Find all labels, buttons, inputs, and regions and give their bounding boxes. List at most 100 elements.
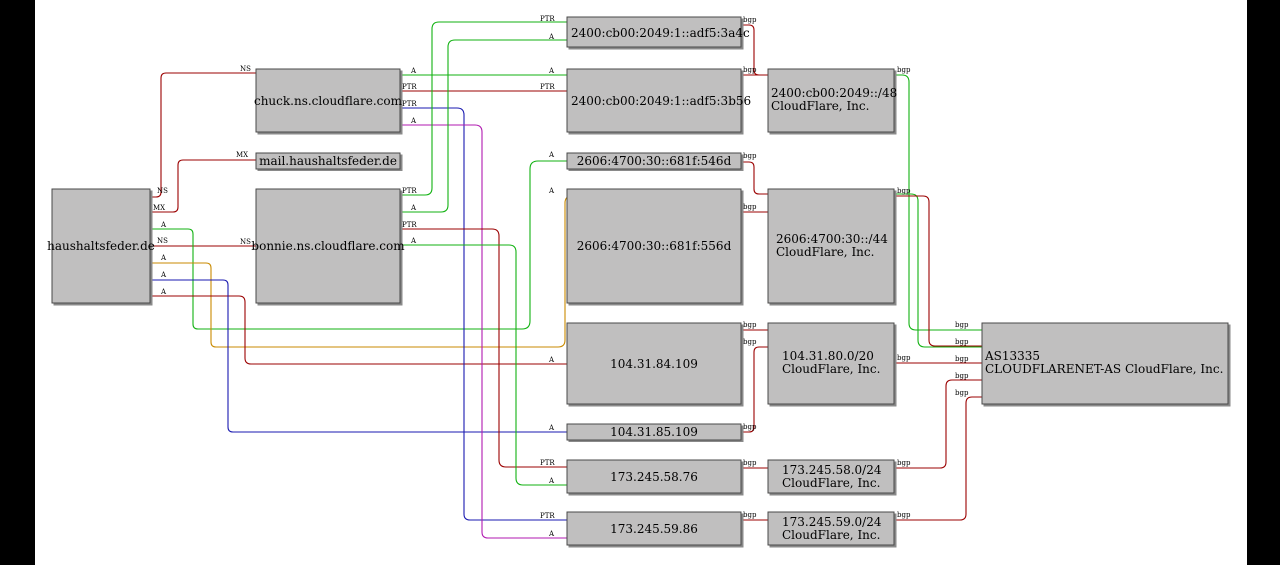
label-ns-chuck: NS: [240, 65, 251, 73]
label-bonnie-ptr: PTR: [402, 187, 417, 195]
label-a-3: A: [160, 271, 167, 279]
edge-bonnie-5876-ptr: [401, 228, 567, 468]
label-bonnie-a-2: A: [410, 237, 417, 245]
node-ns-bonnie-label: bonnie.ns.cloudflare.com: [251, 239, 405, 253]
edge-domain-chuck-ns: [152, 72, 256, 198]
node-net-5924-line2: CloudFlare, Inc.: [782, 528, 880, 542]
label-ns-out: NS: [157, 187, 168, 195]
label-bgp-5: bgp: [743, 321, 757, 329]
label-85109-a: A: [548, 424, 555, 432]
label-546d-a: A: [548, 151, 555, 159]
label-chuck-a-2: A: [410, 117, 417, 125]
label-bgp-3: bgp: [743, 152, 757, 160]
label-bgp-9: bgp: [743, 511, 757, 519]
node-domain[interactable]: haushaltsfeder.de: [47, 188, 155, 304]
node-net-104[interactable]: 104.31.80.0/20 CloudFlare, Inc.: [767, 322, 895, 405]
edge-net2400-as-bgp: [895, 74, 982, 331]
label-bgp-16: bgp: [955, 338, 969, 346]
label-bgp-19: bgp: [955, 389, 969, 397]
node-ip6-556d[interactable]: 2606:4700:30::681f:556d: [566, 188, 742, 304]
node-mx-mail[interactable]: mail.haushaltsfeder.de: [255, 152, 401, 170]
node-net-5924-line1: 173.245.59.0/24: [782, 515, 882, 529]
node-ip6-556d-label: 2606:4700:30::681f:556d: [577, 239, 732, 253]
label-bgp-4: bgp: [743, 203, 757, 211]
label-bgp-11: bgp: [897, 187, 911, 195]
node-ip4-84109[interactable]: 104.31.84.109: [566, 322, 742, 405]
node-ip6-546d[interactable]: 2606:4700:30::681f:546d: [566, 152, 742, 170]
node-ns-chuck-label: chuck.ns.cloudflare.com: [254, 94, 403, 108]
node-net-5824-line2: CloudFlare, Inc.: [782, 476, 880, 490]
label-bgp-1: bgp: [743, 16, 757, 24]
edge-chuck-5986-ptr: [401, 107, 567, 521]
node-net-2400[interactable]: 2400:cb00:2049::/48 CloudFlare, Inc.: [767, 68, 897, 133]
edges: [152, 21, 982, 539]
edge-bonnie-3a4c-ptr: [401, 21, 567, 196]
node-ip6-3b56[interactable]: 2400:cb00:2049:1::adf5:3b56: [566, 68, 751, 133]
label-3a4c-ptr: PTR: [540, 15, 555, 23]
label-3b56-ptr: PTR: [540, 83, 555, 91]
node-mx-mail-label: mail.haushaltsfeder.de: [259, 154, 397, 168]
label-chuck-ptr: PTR: [402, 83, 417, 91]
edge-net2606-as-bgp-red: [895, 195, 982, 347]
node-ip6-3b56-label: 2400:cb00:2049:1::adf5:3b56: [571, 94, 751, 108]
edge-domain-84109-a: [152, 295, 567, 365]
node-ip4-5986[interactable]: 173.245.59.86: [566, 511, 742, 546]
node-as13335-line2: CLOUDFLARENET-AS CloudFlare, Inc.: [985, 362, 1223, 376]
label-mx-mail: MX: [236, 151, 248, 159]
label-bgp-13: bgp: [897, 459, 911, 467]
label-chuck-a: A: [410, 67, 417, 75]
edge-net2606-as-bgp-green: [895, 193, 982, 348]
label-5986-ptr: PTR: [540, 512, 555, 520]
node-ip4-5876-label: 173.245.58.76: [610, 470, 698, 484]
graph-canvas: NS MX NS NS MX A NS A A A A PTR PTR A PT…: [35, 0, 1247, 565]
node-ns-chuck[interactable]: chuck.ns.cloudflare.com: [254, 68, 403, 133]
edge-546d-net2606-bgp: [742, 161, 768, 195]
label-ns-bonnie: NS: [240, 238, 251, 246]
label-bgp-12: bgp: [897, 354, 911, 362]
node-ns-bonnie[interactable]: bonnie.ns.cloudflare.com: [251, 188, 405, 304]
label-ns-out-2: NS: [157, 237, 168, 245]
label-bgp-6: bgp: [743, 338, 757, 346]
label-bgp-8: bgp: [743, 459, 757, 467]
edge-labels: NS MX NS NS MX A NS A A A A PTR PTR A PT…: [153, 15, 969, 538]
label-bonnie-ptr-2: PTR: [402, 221, 417, 229]
node-net-5924[interactable]: 173.245.59.0/24 CloudFlare, Inc.: [767, 511, 895, 546]
node-ip4-5986-label: 173.245.59.86: [610, 522, 698, 536]
label-bgp-7: bgp: [743, 423, 757, 431]
edge-domain-85109-a: [152, 279, 567, 433]
node-as13335-line1: AS13335: [984, 349, 1040, 363]
label-chuck-ptr-2: PTR: [402, 100, 417, 108]
label-5986-a: A: [548, 530, 555, 538]
edge-net5924-as-bgp: [895, 396, 982, 521]
label-bgp-14: bgp: [897, 511, 911, 519]
edge-domain-556d-a: [152, 195, 573, 348]
label-5876-ptr: PTR: [540, 459, 555, 467]
label-a-4: A: [160, 288, 167, 296]
edge-net5824-as-bgp: [895, 379, 982, 469]
node-net-5824-line1: 173.245.58.0/24: [782, 463, 882, 477]
node-net-2606[interactable]: 2606:4700:30::/44 CloudFlare, Inc.: [767, 188, 895, 304]
label-5876-a: A: [548, 477, 555, 485]
label-bgp-2: bgp: [743, 66, 757, 74]
node-net-104-line2: CloudFlare, Inc.: [782, 362, 880, 376]
node-net-2400-line2: CloudFlare, Inc.: [771, 99, 869, 113]
node-net-2400-line1: 2400:cb00:2049::/48: [771, 86, 897, 100]
label-84109-a: A: [548, 356, 555, 364]
label-mx-out: MX: [153, 204, 165, 212]
label-556d-a: A: [548, 187, 555, 195]
node-ip4-85109[interactable]: 104.31.85.109: [566, 423, 742, 441]
edge-domain-546d-a: [152, 160, 567, 330]
edge-bonnie-3a4c-a: [401, 39, 567, 213]
edge-85109-net104-bgp: [742, 346, 768, 433]
edge-domain-mail-mx: [152, 159, 256, 213]
label-3a4c-a: A: [548, 33, 555, 41]
label-3b56-a: A: [548, 67, 555, 75]
label-a-2: A: [160, 254, 167, 262]
node-as13335[interactable]: AS13335 CLOUDFLARENET-AS CloudFlare, Inc…: [981, 322, 1229, 405]
node-net-5824[interactable]: 173.245.58.0/24 CloudFlare, Inc.: [767, 459, 895, 494]
label-bgp-18: bgp: [955, 372, 969, 380]
node-ip4-84109-label: 104.31.84.109: [610, 357, 698, 371]
node-ip4-5876[interactable]: 173.245.58.76: [566, 459, 742, 494]
label-bonnie-a: A: [410, 204, 417, 212]
node-ip6-3a4c[interactable]: 2400:cb00:2049:1::adf5:3a4c: [566, 16, 750, 48]
